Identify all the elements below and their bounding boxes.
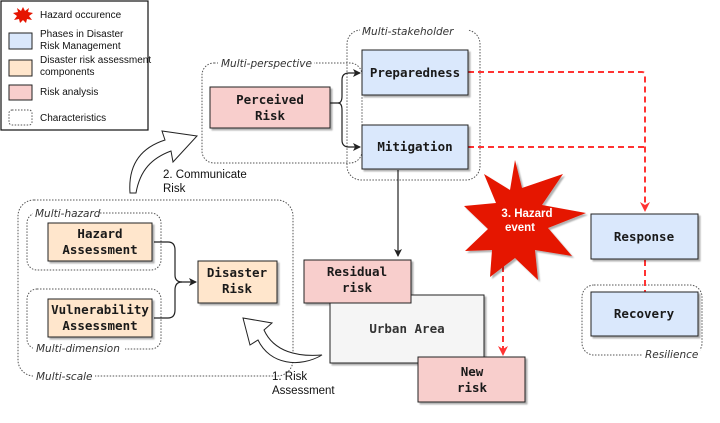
multi-stakeholder-label: Multi-stakeholder [362,26,454,38]
preparedness-node[interactable] [361,49,469,96]
preparedness-to-response-connector [468,71,650,212]
mitigation-node[interactable] [361,124,469,170]
multi-scale-container [17,199,294,377]
mitigation-label: Mitigation [377,139,452,154]
hazard-assessment-label-2: Assessment [62,242,137,257]
legend: Hazard occurence Phases in Disaster Risk… [0,0,151,131]
starburst-icon [13,7,33,23]
urban-area-node[interactable] [329,294,485,364]
vulnerability-assessment-label: Vulnerability [51,302,149,317]
response-label: Response [614,229,675,244]
hazard-event-label-2: event [505,222,535,234]
recovery-node[interactable] [590,291,699,337]
hazard-to-disaster-connector [154,241,197,286]
dotted-box-icon [8,109,33,126]
vulnerability-to-disaster-connector [154,281,183,319]
hazard-assessment-node[interactable] [47,222,153,262]
risk-assessment-label-2: Assessment [272,385,335,397]
residual-risk-label-2: risk [342,280,373,295]
legend-label-characteristics: Characteristics [40,113,106,124]
multi-perspective-label: Multi-perspective [221,58,312,70]
multi-perspective-container [201,62,363,164]
residual-risk-label: Residual [327,264,387,279]
residual-risk-node[interactable] [303,259,412,304]
perceived-to-preparedness-connector [330,69,361,104]
new-risk-label: New [461,364,484,379]
resilience-label: Resilience [645,349,698,361]
perceived-to-mitigation-connector [337,102,361,151]
hazard-assessment-label: Hazard [77,226,122,241]
perceived-risk-label: Perceived [236,92,304,107]
risk-assessment-label: 1. Risk [272,371,307,383]
response-node[interactable] [590,213,699,260]
legend-label-hazard: Hazard occurence [40,10,122,21]
disaster-risk-node[interactable] [197,260,278,304]
hazard-event-label: 3. Hazard [501,208,552,220]
disaster-risk-label-2: Risk [222,281,253,296]
legend-label-phases: Phases in Disaster [40,29,124,40]
legend-label-assessment-2: components [40,67,94,78]
blue-box-icon [8,32,33,50]
multi-hazard-label: Multi-hazard [35,208,101,220]
risk-assessment-arrow [242,317,323,364]
communicate-risk-label-2: Risk [163,183,186,195]
communicate-risk-arrow [129,130,199,194]
multi-dimension-container [26,288,162,350]
new-risk-node[interactable] [417,356,526,403]
legend-label-risk-analysis: Risk analysis [40,87,98,98]
red-dashed-connectors [468,71,650,356]
orange-box-icon [8,59,33,77]
vulnerability-assessment-node[interactable] [47,298,153,338]
perceived-risk-label-2: Risk [255,108,286,123]
multi-dimension-label: Multi-dimension [36,343,120,355]
legend-label-assessment: Disaster risk assessment [40,55,151,66]
communicate-risk-label: 2. Communicate [163,169,247,181]
preparedness-label: Preparedness [370,65,460,80]
legend-label-phases-2: Risk Management [40,41,121,52]
disaster-risk-label: Disaster [207,265,268,280]
perceived-risk-node[interactable] [209,86,331,129]
resilience-container [581,284,703,356]
hazard-event-starburst-icon[interactable] [464,160,586,280]
urban-area-label: Urban Area [369,321,444,336]
black-connectors [154,69,402,319]
recovery-label: Recovery [614,306,675,321]
pink-box-icon [8,84,33,101]
multi-scale-label: Multi-scale [36,371,93,383]
new-risk-label-2: risk [457,380,488,395]
vulnerability-assessment-label-2: Assessment [62,318,137,333]
